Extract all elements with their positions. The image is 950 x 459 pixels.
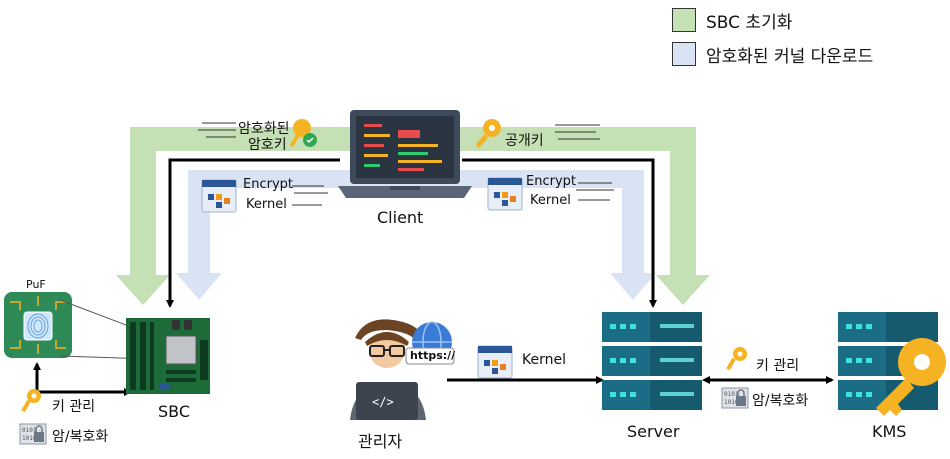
chip-icon <box>4 292 72 358</box>
svg-text:1010: 1010 <box>724 399 739 406</box>
file-icon <box>477 345 513 379</box>
right-file-line2: Kernel <box>530 193 571 208</box>
key-icon <box>876 338 946 416</box>
client-label: Client <box>377 208 424 227</box>
admin-kernel-label: Kernel <box>522 352 566 368</box>
admin-label: 관리자 <box>358 432 403 451</box>
lock-icon: 0101 1010 <box>19 423 47 445</box>
right-file-line1: Encrypt <box>526 174 576 189</box>
key-icon <box>289 119 317 148</box>
left-file-line2: Kernel <box>246 197 287 212</box>
sbc-key-mgmt-label: 키 관리 <box>52 399 96 415</box>
svg-text:0101: 0101 <box>22 427 37 434</box>
server-icon <box>602 312 702 410</box>
key-icon <box>21 389 41 413</box>
lock-icon: 0101 1010 <box>721 387 749 409</box>
laptop-icon <box>338 110 472 198</box>
encrypted-key-note-line2: 암호키 <box>248 137 287 153</box>
sbc-crypto-label: 암/복호화 <box>52 429 109 445</box>
server-label: Server <box>627 422 680 441</box>
svg-text:</>: </> <box>372 395 394 409</box>
svg-text:1010: 1010 <box>22 435 37 442</box>
file-icon <box>487 177 523 211</box>
chip-connector <box>59 299 135 329</box>
https-label: https:// <box>410 349 456 362</box>
server-key-mgmt-label: 키 관리 <box>756 358 800 374</box>
globe-icon <box>405 321 455 365</box>
file-icon <box>201 179 237 213</box>
developer-icon: </> <box>350 319 426 420</box>
legend-label-download: 암호화된 커널 다운로드 <box>706 47 874 67</box>
note-lines <box>198 122 614 206</box>
key-icon <box>726 347 747 371</box>
public-key-note: 공개키 <box>505 133 544 149</box>
server-crypto-label: 암/복호화 <box>752 393 809 409</box>
kms-label: KMS <box>872 422 907 441</box>
puf-label: PuF <box>26 278 46 291</box>
legend-swatch-green <box>672 8 696 32</box>
motherboard-icon <box>126 318 210 394</box>
legend-swatch-blue <box>672 42 696 66</box>
svg-text:0101: 0101 <box>724 391 739 398</box>
sbc-label: SBC <box>158 402 191 421</box>
encrypted-key-note-line1: 암호화된 <box>238 121 290 137</box>
black-arrows <box>33 158 834 396</box>
left-file-line1: Encrypt <box>243 177 293 192</box>
legend-label-init: SBC 초기화 <box>706 13 793 33</box>
key-icon <box>475 119 501 149</box>
